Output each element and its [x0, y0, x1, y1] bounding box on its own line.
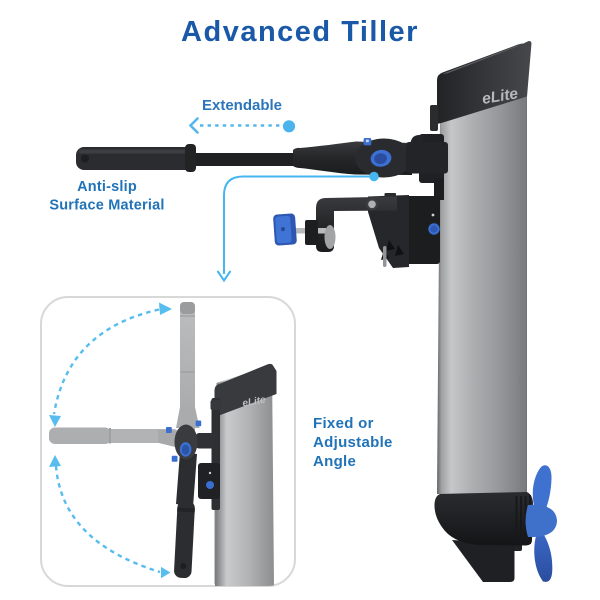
svg-text:eLite: eLite: [481, 85, 520, 108]
svg-text:Adjustable: Adjustable: [313, 434, 393, 451]
svg-text:Anti-slip: Anti-slip: [77, 179, 137, 195]
svg-text:Fixed or: Fixed or: [313, 415, 374, 432]
svg-text:eLite: eLite: [242, 394, 267, 409]
svg-text:Extendable: Extendable: [202, 97, 282, 114]
svg-text:Surface Material: Surface Material: [49, 198, 164, 214]
svg-text:Advanced Tiller: Advanced Tiller: [181, 16, 419, 48]
svg-text:Angle: Angle: [313, 453, 356, 470]
